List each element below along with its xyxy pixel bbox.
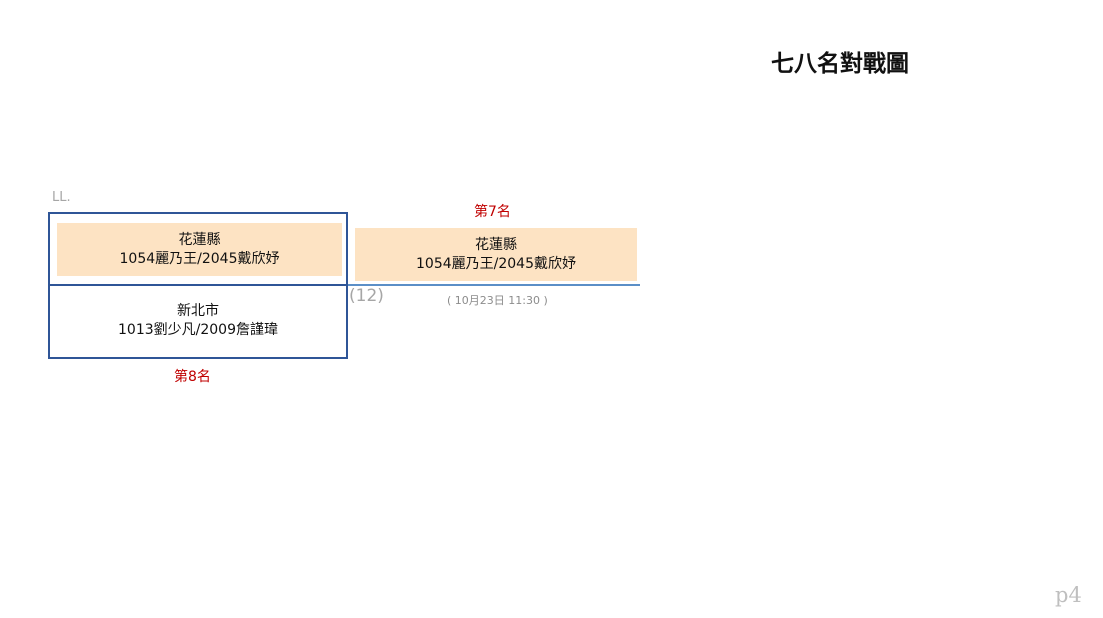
bracket-divider-line: [48, 284, 640, 286]
place-7-label: 第7名: [474, 204, 511, 220]
match-time: ( 10月23日 11:30 ): [447, 294, 548, 307]
page-title: 七八名對戰圖: [771, 51, 909, 77]
team-a-county: 花蓮縣: [178, 231, 221, 248]
place-8-label: 第8名: [174, 369, 211, 385]
team-a-players: 1054麗乃王/2045戴欣妤: [119, 250, 280, 267]
winner-line: [348, 284, 640, 286]
match-number: (12): [349, 286, 384, 306]
winner-cell: 花蓮縣 1054麗乃王/2045戴欣妤: [355, 228, 637, 281]
team-b-players: 1013劉少凡/2009詹謹瑋: [118, 322, 278, 338]
winner-county: 花蓮縣: [475, 236, 517, 253]
winner-players: 1054麗乃王/2045戴欣妤: [416, 255, 576, 272]
team-b-county: 新北市: [177, 303, 219, 319]
page-number: p4: [1055, 583, 1082, 607]
bracket-ll-label: LL.: [52, 190, 71, 205]
team-b-cell: 新北市 1013劉少凡/2009詹謹瑋: [50, 291, 346, 351]
team-a-cell: 花蓮縣 1054麗乃王/2045戴欣妤: [57, 223, 342, 276]
